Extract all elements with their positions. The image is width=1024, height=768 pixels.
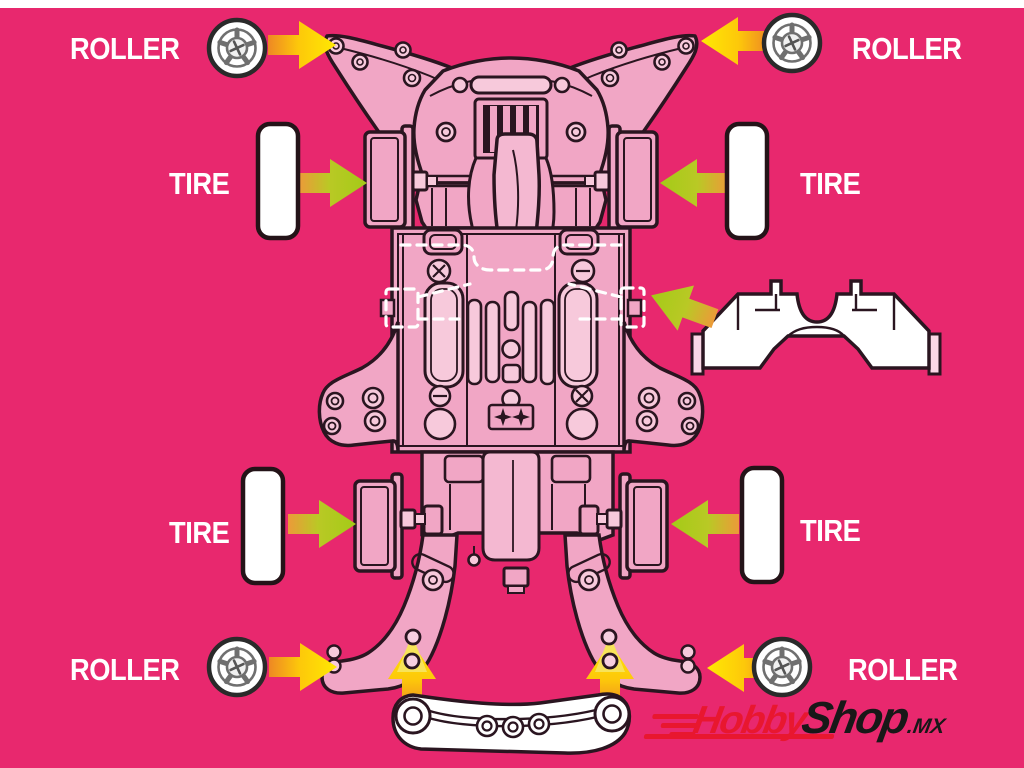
label-roller-top-right: ROLLER (852, 31, 962, 66)
rear-mount-highlight-right (595, 628, 625, 672)
rear-gearbox (420, 450, 615, 594)
tamiya-star-plate (487, 403, 535, 431)
tire-rear-right-icon (742, 468, 782, 582)
label-tire-rear-right: TIRE (800, 513, 861, 548)
top-border-strip (0, 0, 1024, 8)
star-icon (512, 408, 530, 426)
green-arrow-front-left-icon (299, 159, 367, 207)
roller-wheel-top-left-icon (209, 20, 265, 76)
star-icon (494, 408, 512, 426)
roller-wheel-bottom-left-icon (209, 639, 265, 695)
label-tire-front-left: TIRE (169, 166, 230, 201)
side-catch-right (626, 298, 643, 318)
green-arrow-rear-right-icon (671, 500, 739, 548)
label-tire-rear-left: TIRE (169, 515, 230, 550)
nose-slot (469, 75, 553, 95)
label-roller-bottom-left: ROLLER (70, 652, 180, 687)
chassis-illustration (317, 33, 705, 755)
label-roller-top-left: ROLLER (70, 31, 180, 66)
yellow-arrow-top-left-icon (268, 21, 336, 69)
green-arrow-front-right-icon (660, 159, 728, 207)
dashed-guides (384, 243, 646, 329)
battery-right (557, 258, 599, 441)
rear-wheel-hub-left (353, 472, 427, 580)
battery-left (423, 258, 465, 441)
rear-axle-assembly (398, 504, 625, 536)
label-roller-bottom-right: ROLLER (848, 652, 958, 687)
rear-mount-highlight-left (397, 628, 427, 672)
roller-wheel-top-right-icon (764, 15, 820, 71)
brand-logo: Hobby Shop .MX (646, 692, 951, 753)
logo-tld-text: .MX (905, 715, 947, 738)
rear-roller-stay-bar (391, 692, 632, 755)
tire-front-right-icon (727, 124, 767, 238)
rear-skid (502, 566, 530, 588)
tire-front-left-icon (258, 124, 298, 238)
roller-wheel-bottom-right-icon (754, 639, 810, 695)
yellow-arrow-top-right-icon (701, 17, 769, 65)
dashed-target-right (619, 286, 646, 329)
green-arrow-rear-left-icon (288, 500, 356, 548)
center-rail (466, 290, 556, 409)
label-tire-front-right: TIRE (800, 166, 861, 201)
dashed-target-left (384, 287, 420, 329)
logo-underline (643, 734, 835, 739)
side-stay-left (317, 320, 400, 454)
motor-cover-part (690, 279, 942, 376)
tire-rear-left-icon (243, 469, 283, 583)
